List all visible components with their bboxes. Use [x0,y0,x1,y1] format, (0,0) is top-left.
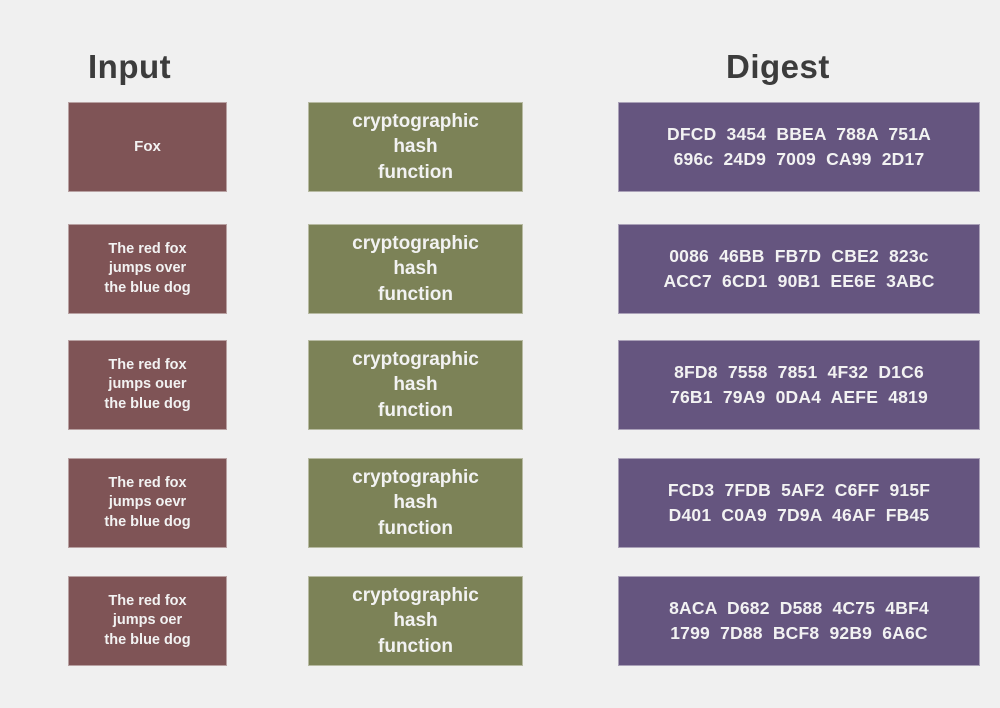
digest-text: 8ACA D682 D588 4C75 4BF4 1799 7D88 BCF8 9… [669,596,929,647]
digest-line-1: 0086 46BB FB7D CBE2 823c [669,245,929,266]
input-text: Fox [134,138,161,156]
input-text: The red fox jumps oer the blue dog [104,593,191,648]
digest-line-1: FCD3 7FDB 5AF2 C6FF 915F [667,479,931,500]
input-text: The red fox jumps over the blue dog [104,241,191,296]
digest-line-1: DFCD 3454 BBEA 788A 751A [667,123,931,144]
input-text: The red fox jumps ouer the blue dog [104,357,191,412]
input-box: The red fox jumps ouer the blue dog [68,340,227,430]
hash-row: The red fox jumps oevr the blue dog cryp… [0,458,1000,548]
hash-row: Fox cryptographic hash function DFCD 345… [0,102,1000,192]
hash-function-label: cryptographic hash function [352,111,479,183]
hash-function-label: cryptographic hash function [352,233,479,305]
digest-text: 8FD8 7558 7851 4F32 D1C6 76B1 79A9 0DA4 A… [670,360,928,411]
hash-row: The red fox jumps over the blue dog cryp… [0,224,1000,314]
hash-row: The red fox jumps ouer the blue dog cryp… [0,340,1000,430]
input-box: The red fox jumps oer the blue dog [68,576,227,666]
digest-box: 8ACA D682 D588 4C75 4BF4 1799 7D88 BCF8 9… [618,576,980,666]
digest-line-2: 76B1 79A9 0DA4 AEFE 4819 [670,387,928,407]
input-box: The red fox jumps over the blue dog [68,224,227,314]
digest-line-1: 8ACA D682 D588 4C75 4BF4 [669,597,929,618]
input-box: Fox [68,102,227,192]
digest-line-2: 1799 7D88 BCF8 92B9 6A6C [670,623,928,643]
hash-function-box: cryptographic hash function [308,102,523,192]
hash-function-box: cryptographic hash function [308,340,523,430]
column-header-digest: Digest [726,48,830,85]
digest-text: FCD3 7FDB 5AF2 C6FF 915F D401 C0A9 7D9A 4… [668,478,930,529]
input-box: The red fox jumps oevr the blue dog [68,458,227,548]
column-header-input: Input [88,48,172,85]
input-text: The red fox jumps oevr the blue dog [104,475,191,530]
hash-function-box: cryptographic hash function [308,224,523,314]
hash-function-label: cryptographic hash function [352,349,479,421]
digest-box: 8FD8 7558 7851 4F32 D1C6 76B1 79A9 0DA4 A… [618,340,980,430]
digest-line-2: ACC7 6CD1 90B1 EE6E 3ABC [663,271,935,291]
digest-box: DFCD 3454 BBEA 788A 751A 696c 24D9 7009 C… [618,102,980,192]
hash-function-label: cryptographic hash function [352,467,479,539]
hash-function-box: cryptographic hash function [308,458,523,548]
digest-line-1: 8FD8 7558 7851 4F32 D1C6 [674,361,924,382]
digest-line-2: D401 C0A9 7D9A 46AF FB45 [668,505,930,525]
digest-text: DFCD 3454 BBEA 788A 751A 696c 24D9 7009 C… [667,122,931,173]
hash-row: The red fox jumps oer the blue dog crypt… [0,576,1000,666]
hash-function-box: cryptographic hash function [308,576,523,666]
digest-box: FCD3 7FDB 5AF2 C6FF 915F D401 C0A9 7D9A 4… [618,458,980,548]
digest-line-2: 696c 24D9 7009 CA99 2D17 [673,149,925,169]
hash-function-label: cryptographic hash function [352,585,479,657]
